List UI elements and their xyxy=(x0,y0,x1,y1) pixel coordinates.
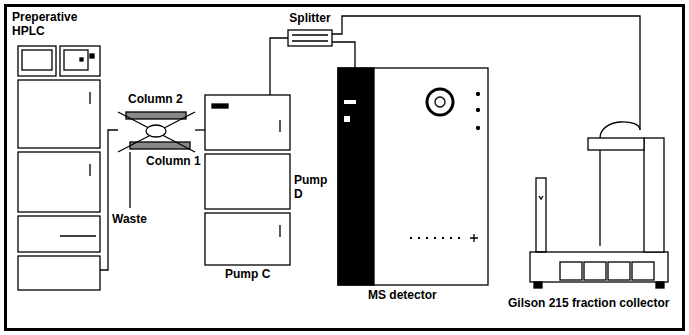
tubing-line xyxy=(332,16,640,130)
outlet-label: Waste xyxy=(112,212,147,226)
tubing-line xyxy=(332,42,355,68)
splitter-drawing xyxy=(288,30,332,46)
instrument-label: Column 1 xyxy=(146,154,201,168)
pump-unit: Pump DPump C xyxy=(205,95,290,265)
hplc-instrument: Preperative HPLC xyxy=(18,45,100,290)
tubing-line xyxy=(195,129,205,130)
instrument-label: Preperative HPLC xyxy=(12,10,102,38)
pump-drawing xyxy=(205,95,290,265)
instrument-label: Column 2 xyxy=(128,92,183,106)
column-valve: Column 2Column 1 xyxy=(118,108,195,152)
instrument-label: Pump C xyxy=(225,267,270,281)
splitter: Splitter xyxy=(288,30,332,46)
fraction-collector: Gilson 215 fraction collector xyxy=(530,130,668,290)
tubing-line xyxy=(270,38,288,95)
instrument-label: Gilson 215 fraction collector xyxy=(508,296,669,310)
instrument-label: Splitter xyxy=(284,11,336,25)
ms-detector-drawing xyxy=(338,68,488,285)
hplc-drawing xyxy=(18,46,100,290)
ms-detector: MS detector xyxy=(338,68,488,285)
instrument-label: Pump D xyxy=(294,173,334,201)
fraction-collector-drawing xyxy=(530,122,668,288)
instrument-label: MS detector xyxy=(368,288,437,302)
tubing-line xyxy=(100,130,118,270)
